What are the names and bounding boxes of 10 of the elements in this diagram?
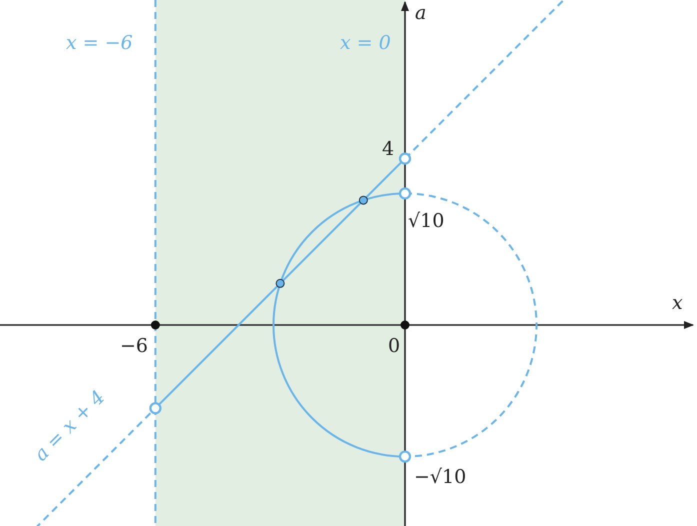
line-equation-label: x = −6 <box>66 32 133 54</box>
tick-label: 4 <box>382 138 394 160</box>
axis-label: x <box>672 292 683 314</box>
tick-label: −6 <box>120 335 148 357</box>
line-equation-label: a = x + 4 <box>30 386 110 466</box>
line-equation-label: x = 0 <box>340 32 391 54</box>
tick-label: √10 <box>408 210 444 232</box>
tick-label: −√10 <box>414 466 466 488</box>
axis-label: a <box>415 2 426 24</box>
tick-label: 0 <box>388 335 400 357</box>
